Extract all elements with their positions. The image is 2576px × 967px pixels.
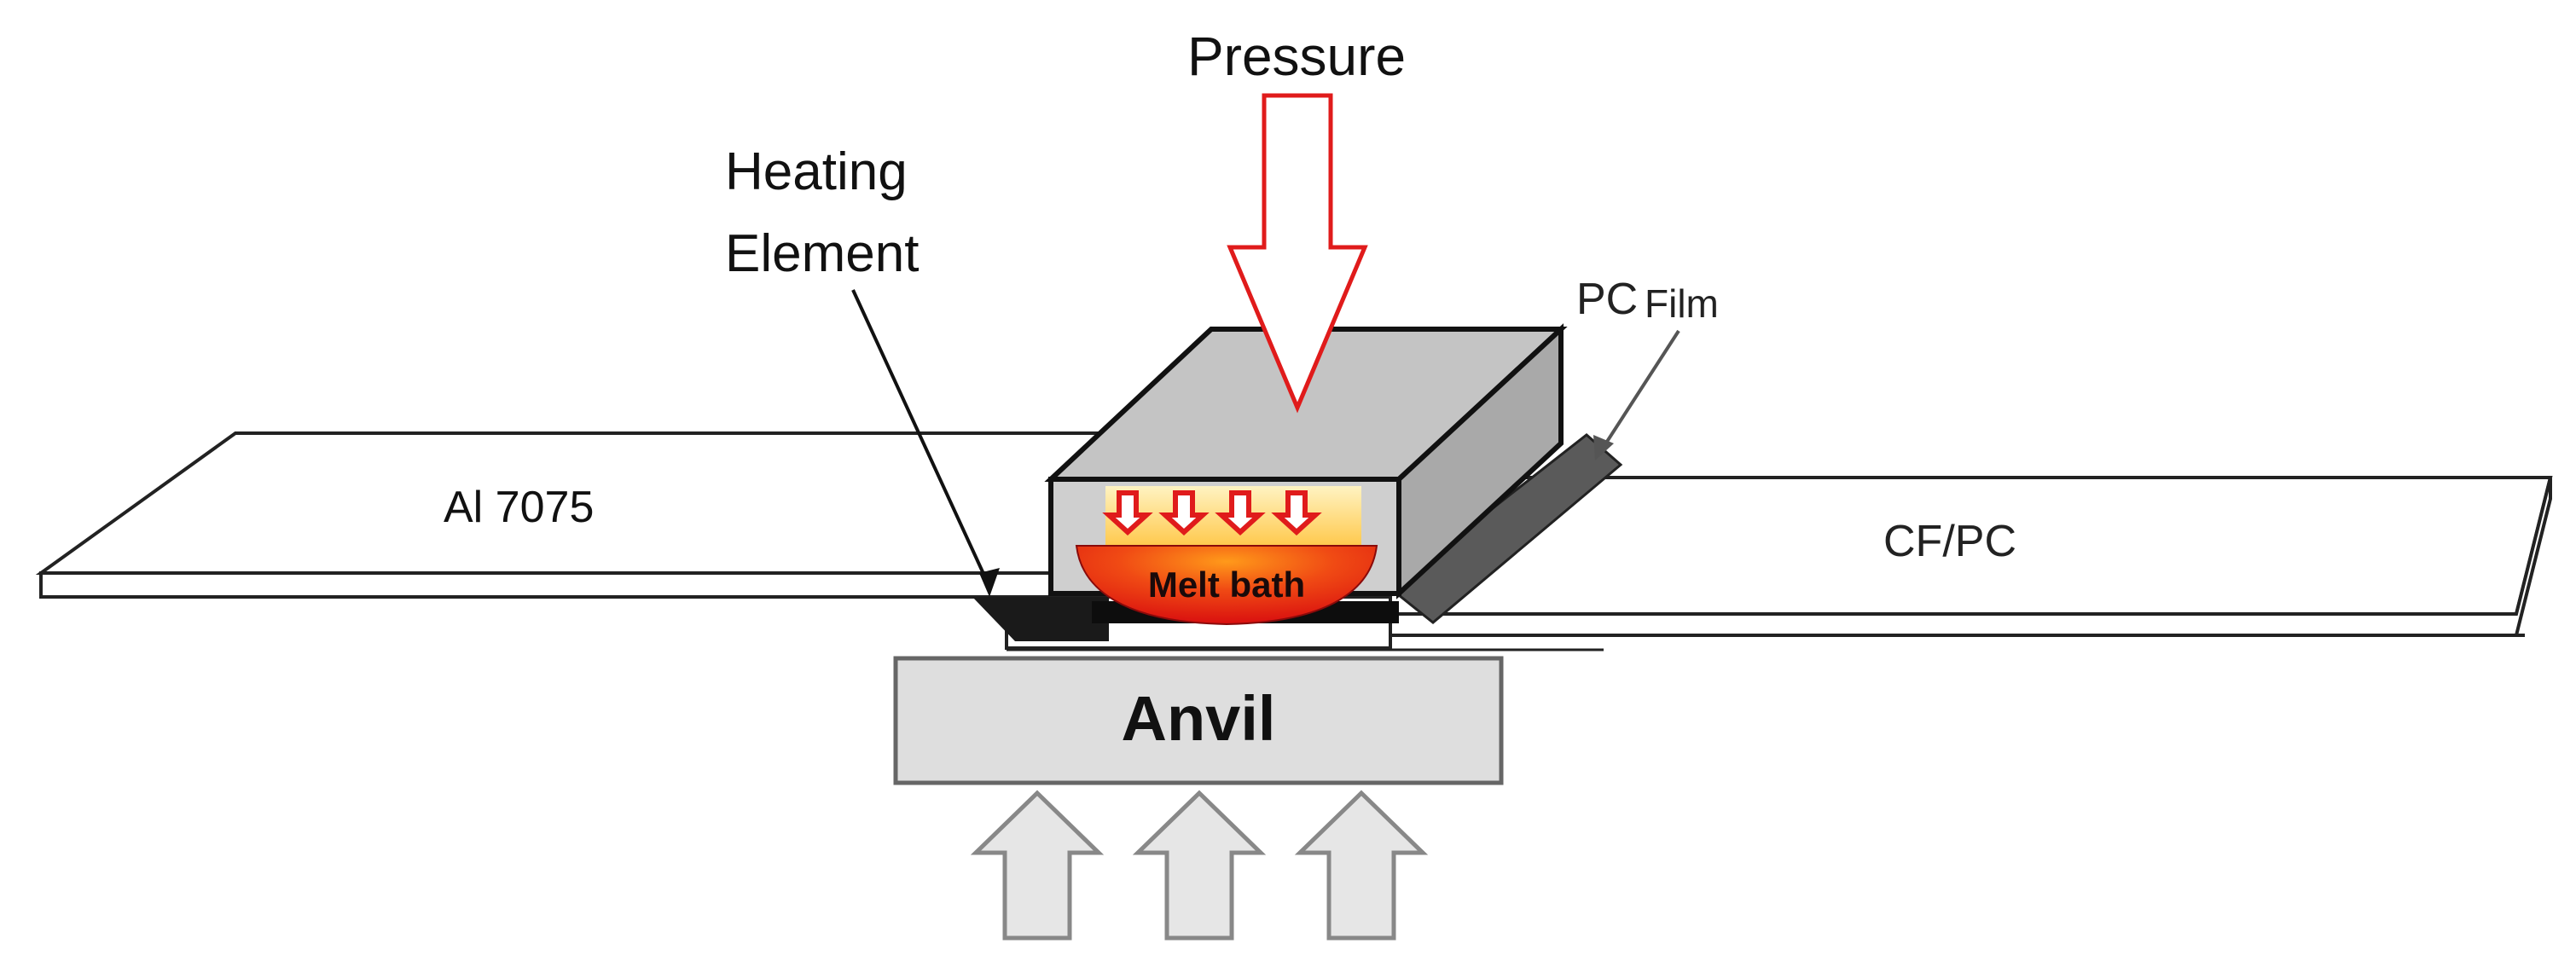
heat-arrow-4 [1271,490,1322,536]
cf-pc-plate [1362,476,2553,637]
melt-bath-label: Melt bath [1148,565,1305,605]
pc-film [1388,433,1623,624]
heat-arrows [1102,490,1322,536]
heating-element-label-line2: Element [725,224,919,283]
pc-film-leader [1593,329,1680,460]
al-7075-label: Al 7075 [444,483,594,532]
anvil-force-arrow-2 [1132,790,1267,941]
heat-arrow-1 [1102,490,1153,536]
heat-arrow-2 [1158,490,1210,536]
anvil[interactable]: Anvil [893,656,1504,785]
heating-element-label-line1: Heating [725,142,908,201]
heat-arrow-3 [1215,490,1266,536]
pressure-arrow [1227,93,1368,414]
film-label: Film [1645,281,1719,326]
anvil-force-arrow-3 [1294,790,1429,941]
pc-label: PC [1576,275,1638,324]
anvil-force-arrow-1 [970,790,1105,941]
heating-element-leader [851,289,1000,597]
cf-pc-label: CF/PC [1883,517,2016,566]
anvil-label: Anvil [1122,683,1276,754]
melt-bath[interactable]: Melt bath [1075,545,1378,626]
pressure-label: Pressure [1187,26,1406,87]
al-7075-plate [35,431,1111,599]
anvil-force-arrows [970,790,1429,941]
